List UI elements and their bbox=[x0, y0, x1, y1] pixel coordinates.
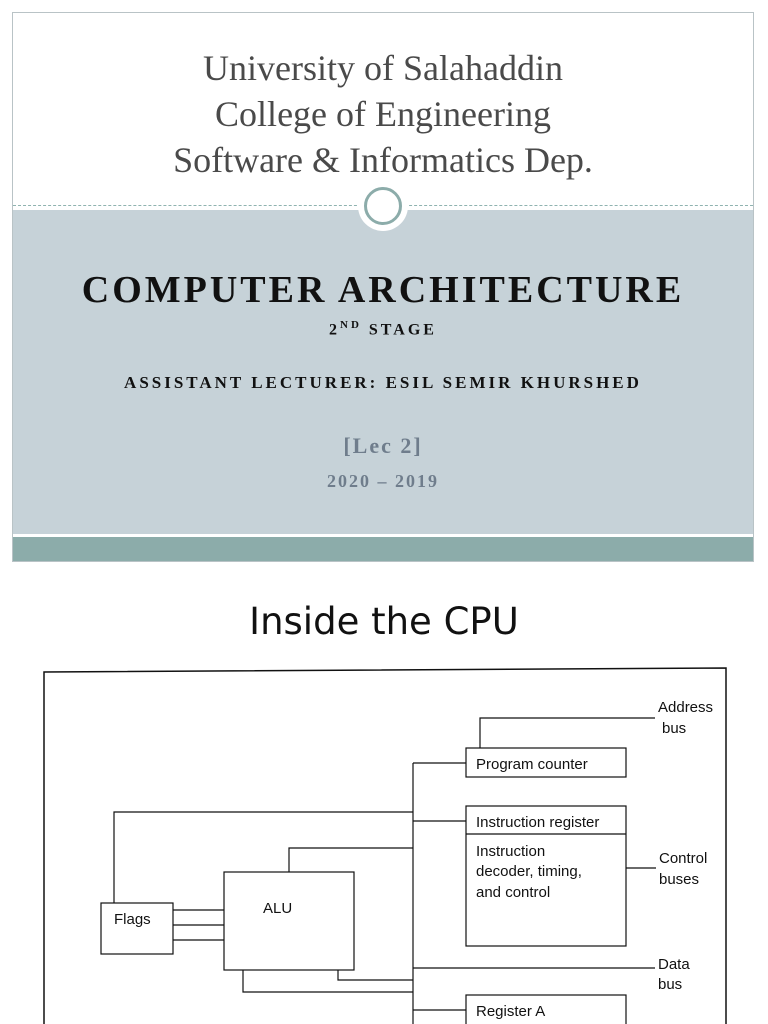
data-bus-label-2: bus bbox=[658, 976, 682, 993]
circle-ring-icon bbox=[364, 187, 402, 225]
academic-years: 2020 – 2019 bbox=[327, 471, 439, 491]
title-band bbox=[13, 210, 753, 534]
register-a-box bbox=[465, 994, 627, 1024]
alu-bus-line bbox=[242, 970, 413, 993]
data-bus-label-1: Data bbox=[658, 956, 690, 973]
decoder-label-3: and control bbox=[476, 884, 550, 901]
flags-box bbox=[100, 902, 174, 955]
address-bus-line bbox=[479, 717, 655, 748]
title-slide-header: University of Salahaddin College of Engi… bbox=[13, 13, 753, 206]
address-bus-label-2: bus bbox=[662, 720, 686, 737]
program-counter-label: Program counter bbox=[476, 756, 588, 773]
stage-label: 2ND STAGE bbox=[13, 319, 753, 339]
flags-feedback-line bbox=[113, 811, 413, 903]
college-name: College of Engineering bbox=[215, 94, 551, 134]
program-counter-box bbox=[465, 747, 627, 778]
institution-heading: University of Salahaddin College of Engi… bbox=[13, 45, 753, 183]
lecturer-name: ASSISTANT LECTURER: ESIL SEMIR KHURSHED bbox=[124, 373, 642, 392]
control-buses-label-2: buses bbox=[659, 871, 699, 888]
control-buses-label-1: Control bbox=[659, 850, 707, 867]
decoder-label-2: decoder, timing, bbox=[476, 863, 582, 880]
address-bus-label-1: Address bbox=[658, 699, 713, 716]
instruction-register-label: Instruction register bbox=[476, 814, 599, 831]
stage-suffix: ND bbox=[340, 319, 362, 331]
instruction-unit-box bbox=[465, 805, 627, 947]
decoder-label-1: Instruction bbox=[476, 843, 545, 860]
department-name: Software & Informatics Dep. bbox=[173, 140, 593, 180]
register-a-label: Register A bbox=[476, 1003, 545, 1020]
lecture-number: [Lec 2] bbox=[343, 433, 423, 458]
stage-word: STAGE bbox=[368, 321, 437, 339]
course-title: COMPUTER ARCHITECTURE bbox=[81, 269, 685, 311]
title-slide: University of Salahaddin College of Engi… bbox=[12, 12, 754, 562]
alu-input-line bbox=[288, 847, 413, 872]
stage-number: 2 bbox=[329, 321, 341, 339]
slide-title: Inside the CPU bbox=[249, 600, 519, 643]
alu-box bbox=[223, 871, 355, 971]
footer-bar bbox=[13, 537, 753, 561]
alu-output-line bbox=[337, 970, 413, 981]
alu-label: ALU bbox=[263, 900, 292, 917]
university-name: University of Salahaddin bbox=[203, 48, 563, 88]
diagram-frame bbox=[43, 667, 727, 1024]
flags-label: Flags bbox=[114, 911, 151, 928]
